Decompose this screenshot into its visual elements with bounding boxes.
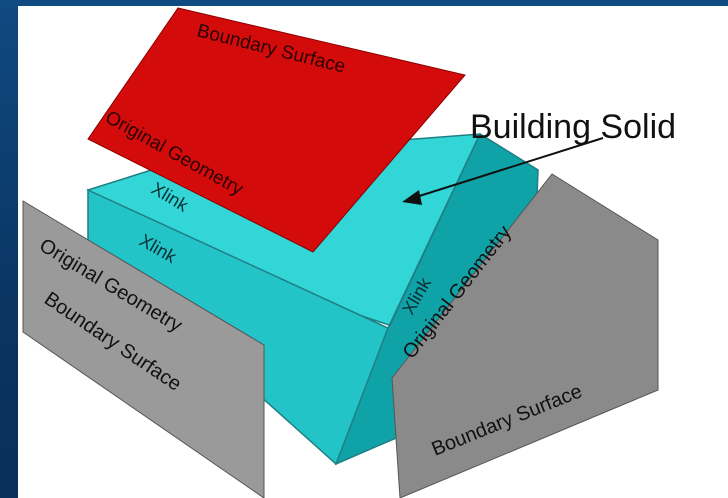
right-gray-plane <box>391 173 659 498</box>
callout-arrow-line <box>412 137 604 199</box>
left-gray-boundary-surface: Original Geometry Boundary Surface <box>22 200 265 498</box>
diagram-canvas: Boundary Surface Original Geometry Xlink… <box>18 6 728 498</box>
callout-arrowhead-icon <box>402 190 422 205</box>
callout-label: Building Solid <box>470 108 676 146</box>
right-gray-boundary-surface: Original Geometry Boundary Surface <box>391 173 659 498</box>
left-gray-plane <box>22 200 265 498</box>
red-plane <box>87 7 466 253</box>
roof-ridge-line <box>389 133 481 327</box>
building-solid-callout: Building Solid <box>402 108 676 205</box>
